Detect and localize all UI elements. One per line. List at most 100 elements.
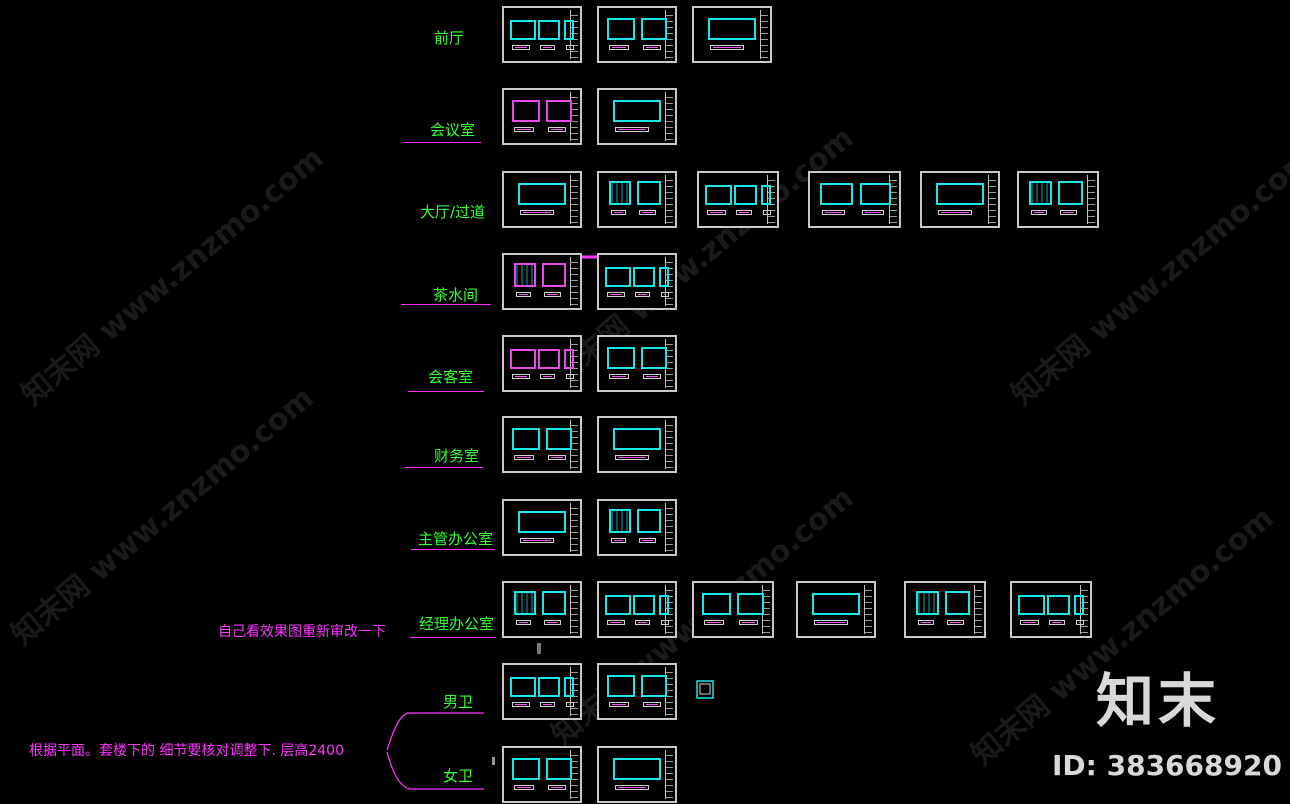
title-block: [665, 257, 673, 306]
room-label: 女卫: [443, 767, 474, 785]
drawing-sheet: [502, 499, 582, 556]
view-caption: [814, 620, 848, 625]
brand-id: ID: 383668920: [1052, 749, 1282, 782]
elevation-view: [916, 591, 939, 615]
view-caption: [1076, 620, 1084, 625]
view-caption: [639, 538, 656, 543]
drawing-sheet: [597, 499, 677, 556]
elevation-view: [633, 267, 655, 287]
revision-note: 自己看效果图重新审改一下: [218, 624, 386, 640]
view-caption: [704, 620, 724, 625]
title-block: [570, 10, 578, 59]
label-underline: [405, 467, 483, 468]
title-block: [665, 503, 673, 552]
elevation-view: [613, 758, 661, 780]
drawing-sheet: [502, 746, 582, 803]
elevation-view: [564, 349, 574, 369]
title-block: [570, 257, 578, 306]
room-label: 财务室: [434, 447, 480, 465]
elevation-view: [514, 263, 536, 287]
view-caption: [566, 45, 574, 50]
view-caption: [639, 210, 656, 215]
drawing-sheet: [808, 171, 901, 228]
title-block: [570, 667, 578, 716]
elevation-view: [510, 677, 536, 697]
view-caption: [938, 210, 972, 215]
drawing-sheet: [597, 581, 677, 638]
view-caption: [822, 210, 845, 215]
elevation-view: [641, 18, 667, 40]
drawing-sheet: [502, 253, 582, 310]
view-caption: [520, 210, 554, 215]
elevation-view: [605, 595, 631, 615]
view-caption: [609, 374, 629, 379]
view-caption: [736, 210, 752, 215]
view-caption: [607, 620, 625, 625]
elevation-view: [609, 509, 631, 533]
title-block: [570, 175, 578, 224]
title-block: [767, 175, 775, 224]
title-block: [988, 175, 996, 224]
elevation-view: [510, 349, 536, 369]
view-caption: [566, 702, 574, 707]
view-caption: [1020, 620, 1039, 625]
elevation-view: [546, 100, 572, 122]
elevation-view: [641, 347, 667, 369]
mini-sheet-inner: [699, 683, 711, 695]
view-caption: [566, 374, 574, 379]
title-block: [570, 585, 578, 634]
elevation-view: [1058, 181, 1083, 205]
view-caption: [514, 455, 534, 460]
elevation-view: [564, 20, 574, 40]
title-block: [665, 420, 673, 469]
title-block: [1087, 175, 1095, 224]
elevation-view: [518, 183, 566, 205]
drawing-sheet: [697, 171, 779, 228]
elevation-view: [705, 185, 732, 205]
view-caption: [548, 455, 566, 460]
elevation-view: [702, 593, 731, 615]
view-caption: [763, 210, 771, 215]
drawing-sheet: [597, 6, 677, 63]
view-caption: [520, 538, 554, 543]
drawing-sheet: [597, 171, 677, 228]
label-underline: [401, 304, 491, 305]
title-block: [864, 585, 872, 634]
view-caption: [607, 292, 625, 297]
room-label: 男卫: [443, 693, 474, 711]
elevation-view: [1074, 595, 1084, 615]
elevation-view: [542, 263, 566, 287]
elevation-view: [945, 591, 970, 615]
elevation-view: [512, 758, 540, 780]
elevation-view: [1047, 595, 1070, 615]
title-block: [760, 10, 768, 59]
title-block: [665, 750, 673, 799]
room-label: 经理办公室: [419, 615, 495, 633]
view-caption: [862, 210, 884, 215]
drawing-sheet: [597, 335, 677, 392]
elevation-view: [613, 100, 661, 122]
small-marker: [537, 643, 541, 654]
view-caption: [544, 292, 561, 297]
elevation-view: [542, 591, 566, 615]
drawing-sheet: [597, 416, 677, 473]
elevation-view: [546, 428, 572, 450]
view-caption: [540, 702, 555, 707]
view-caption: [615, 455, 649, 460]
drawing-sheet: [502, 581, 582, 638]
drawing-sheet: [692, 6, 772, 63]
drawing-sheet: [692, 581, 774, 638]
elevation-view: [734, 185, 757, 205]
elevation-view: [538, 677, 560, 697]
view-caption: [611, 210, 626, 215]
label-underline: [404, 142, 481, 143]
view-caption: [643, 45, 661, 50]
view-caption: [710, 45, 744, 50]
elevation-view: [538, 20, 560, 40]
drawing-sheet: [597, 746, 677, 803]
view-caption: [615, 785, 649, 790]
view-caption: [512, 374, 530, 379]
view-caption: [609, 45, 629, 50]
elevation-view: [512, 100, 540, 122]
elevation-view: [512, 428, 540, 450]
